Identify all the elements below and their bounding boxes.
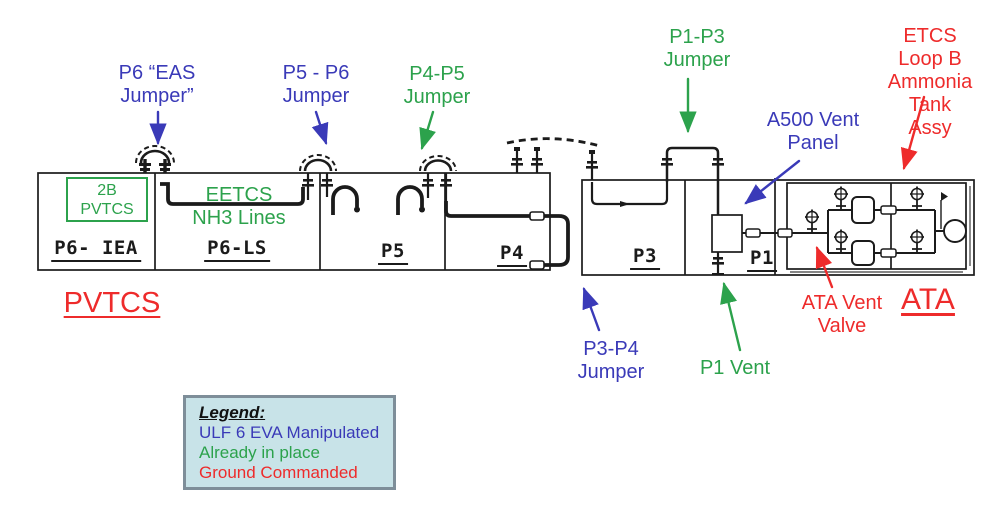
arrow-etcs-loop-b [900,95,926,171]
callout-etcs-loop-b: ETCS Loop B Ammonia Tank Assy [887,25,973,139]
ata-isolation-valves [834,186,924,253]
p5-stowed-hoses [331,185,425,215]
pvtcs-title: PVTCS [63,287,161,319]
eetcs-nh3-hose [160,182,305,206]
arrow-p4-p5-jumper [419,110,436,151]
p1-vent-line [712,252,724,275]
a500-vent-panel [711,214,743,253]
callout-p6-eas-jumper: P6 “EAS Jumper” [118,62,196,107]
eetcs-nh3-label: EETCS NH3 Lines [192,184,286,229]
segment-label-p1: P1 [747,247,777,272]
callout-p3-p4-jumper: P3-P4 Jumper [577,338,645,383]
p6-eas-jumper-hose [135,145,175,173]
legend-box: Legend: ULF 6 EVA Manipulated Already in… [183,395,396,490]
callout-a500-vent-panel: A500 Vent Panel [766,109,860,154]
segment-label-p6-iea: P6- IEA [51,237,141,262]
segment-label-p4: P4 [497,242,527,267]
p4-p5-jumper-hose [419,155,457,203]
arrow-a500-vent-panel [744,159,801,205]
right-truss-group-box [581,178,975,276]
segment-label-p6-ls: P6-LS [204,237,270,262]
segment-label-p3: P3 [630,245,660,270]
pvtcs-2b-box: 2B PVTCS [66,177,148,222]
arrow-p1-vent [720,281,742,352]
callout-p1-vent: P1 Vent [699,357,771,379]
legend-title: Legend: [199,403,266,422]
arrow-ata-vent-valve [815,245,834,289]
p5-p6-jumper-hose [299,154,337,200]
arrow-p5-p6-jumper [311,110,329,146]
legend-item-eva-manipulated: ULF 6 EVA Manipulated [199,423,380,442]
callout-p1-p3-jumper: P1-P3 Jumper [663,26,731,71]
p1-p3-jumper-hose [590,146,724,215]
callout-p4-p5-jumper: P4-P5 Jumper [403,63,471,108]
ata-vent-valve-symbol [805,209,819,233]
segment-label-p5: P5 [378,240,408,265]
legend-item-ground-commanded: Ground Commanded [199,463,358,482]
legend-item-already-in-place: Already in place [199,443,320,462]
left-truss-group-box [37,172,551,271]
arrow-p3-p4-jumper [582,286,601,332]
p4-p3-dashed-line [506,137,601,180]
ata-plumbing [742,192,967,266]
p3-p4-jumper-hose [444,201,570,270]
ata-title: ATA [901,283,955,316]
callout-p5-p6-jumper: P5 - P6 Jumper [282,62,350,107]
callout-ata-vent-valve: ATA Vent Valve [801,292,883,337]
